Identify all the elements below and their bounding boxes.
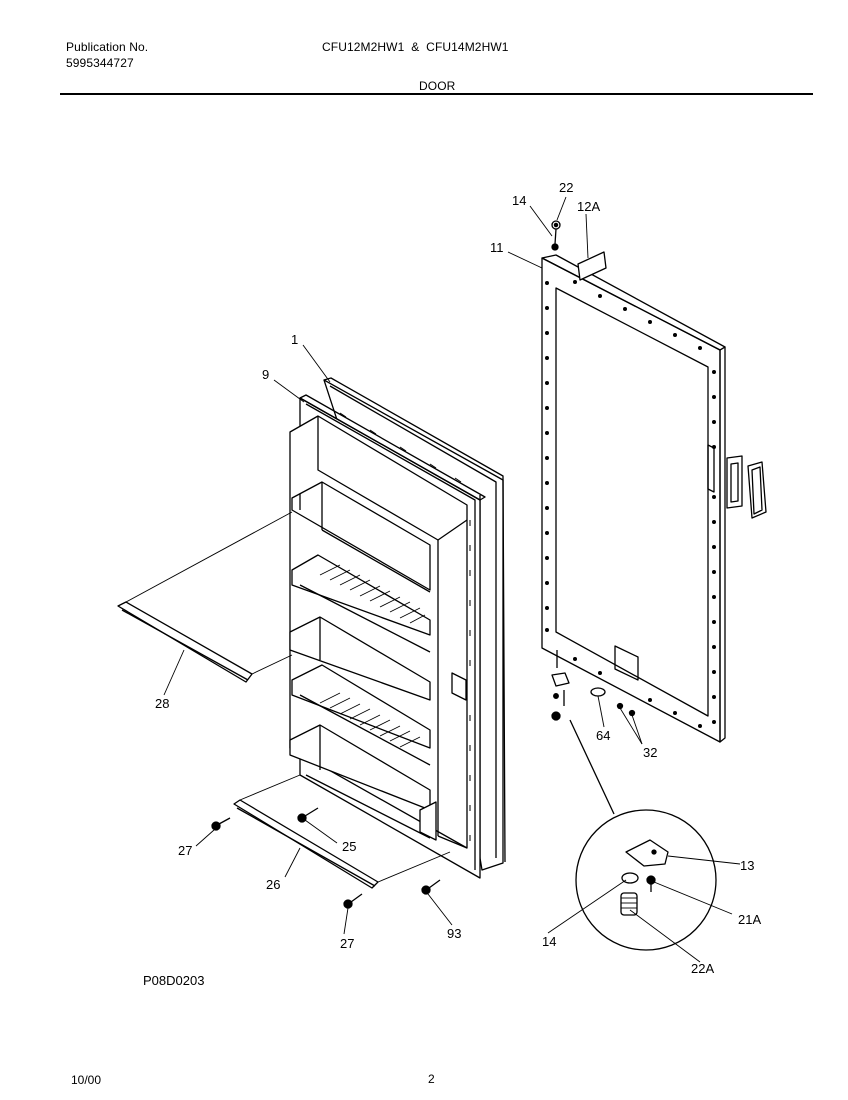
screw-25 (297, 807, 319, 823)
shelf-retainer-bar (117, 511, 293, 683)
publication-label: Publication No. (66, 40, 149, 54)
outer-door-panel (541, 251, 726, 743)
callout-13: 13 (740, 858, 754, 873)
callout-64: 64 (596, 728, 610, 743)
top-hinge-pin (551, 220, 561, 251)
callout-93: 93 (447, 926, 461, 941)
screw-93 (421, 879, 441, 895)
callout-9: 9 (262, 367, 269, 382)
bottom-retainer-bar (233, 774, 451, 889)
callout-22: 22 (559, 180, 573, 195)
hinge-detail-circle (569, 719, 717, 951)
callout-27-top: 27 (178, 843, 192, 858)
callout-28: 28 (155, 696, 169, 711)
page-number: 2 (428, 1072, 435, 1086)
callout-14-top: 14 (512, 193, 526, 208)
header-rule (60, 93, 813, 95)
door-shelf-5 (289, 724, 431, 839)
door-shelf-3 (289, 616, 431, 701)
callout-12a: 12A (577, 199, 600, 214)
leader-lines (163, 196, 741, 963)
callout-27-bottom: 27 (340, 936, 354, 951)
callout-1: 1 (291, 332, 298, 347)
footer-date: 10/00 (71, 1073, 102, 1087)
screw-27-bottom (343, 893, 363, 909)
callout-11: 11 (490, 240, 504, 255)
door-handle (726, 455, 767, 519)
callout-22a: 22A (691, 961, 714, 976)
callout-25: 25 (342, 839, 356, 854)
model-numbers: CFU12M2HW1 & CFU14M2HW1 (322, 40, 509, 54)
section-title: DOOR (419, 79, 456, 93)
callout-32: 32 (643, 745, 657, 760)
publication-number: 5995344727 (66, 56, 134, 70)
callout-21a: 21A (738, 912, 761, 927)
callout-14-detail: 14 (542, 934, 556, 949)
drawing-code: P08D0203 (143, 973, 204, 988)
door-shelf-1 (291, 481, 431, 593)
door-shelf-6 (419, 801, 437, 841)
door-shelf-2 (291, 554, 431, 653)
callout-26: 26 (266, 877, 280, 892)
door-shelf-4 (291, 664, 431, 766)
screw-27-top (211, 817, 231, 831)
